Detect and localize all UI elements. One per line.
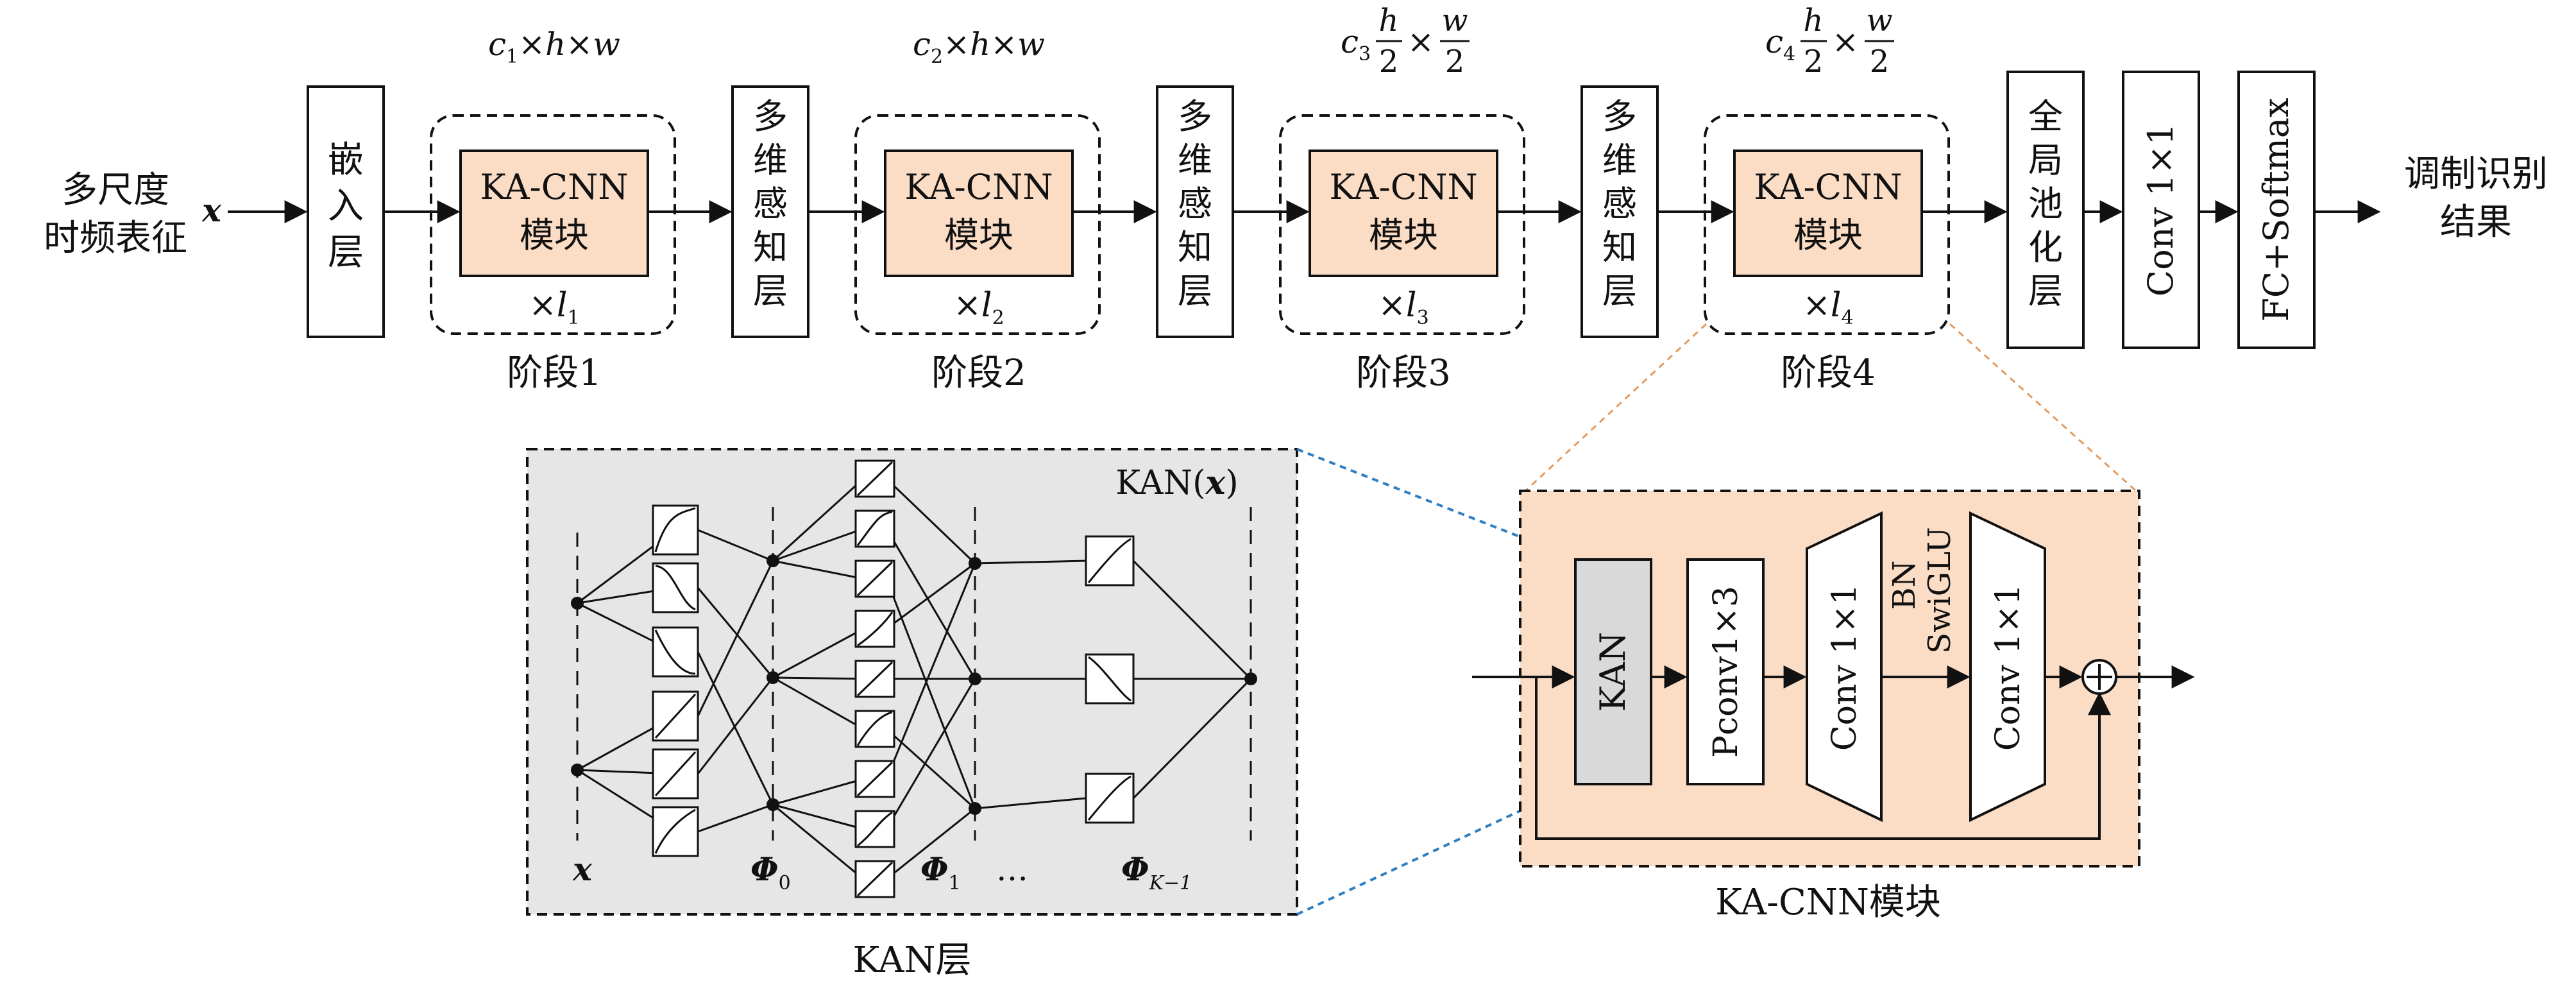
svg-text:×: ×	[1407, 23, 1434, 60]
svg-text:多: 多	[753, 96, 788, 137]
svg-text:阶段2: 阶段2	[931, 352, 1026, 394]
stage-2: KA-CNN 模块 ×l2 c2×h×w 阶段2	[854, 26, 1101, 394]
svg-text:知: 知	[1178, 227, 1212, 268]
svg-text:模块: 模块	[520, 215, 589, 255]
kan-panel-caption: KAN层	[852, 939, 971, 981]
svg-text:w: w	[1441, 3, 1468, 38]
svg-text:Conv 1×1: Conv 1×1	[1826, 584, 1864, 751]
svg-text:c2×h×w: c2×h×w	[913, 26, 1045, 68]
pconv-box	[1686, 558, 1765, 785]
fc-softmax-head: FC+Softmax	[2237, 71, 2316, 349]
embedding-layer: 嵌 入 层	[307, 85, 385, 338]
svg-text:c4: c4	[1765, 23, 1795, 65]
ka-cnn-module-panel: KAN Pconv1×3 Conv 1×1 BN SwiGLU Conv 1×1…	[1472, 490, 2195, 923]
svg-text:KAN: KAN	[1593, 632, 1633, 712]
svg-text:×: ×	[1832, 23, 1859, 60]
svg-text:×l2: ×l2	[953, 286, 1004, 329]
svg-text:知: 知	[753, 227, 788, 268]
svg-text:w: w	[1866, 3, 1892, 38]
svg-text:感: 感	[1602, 184, 1637, 224]
svg-text:h: h	[1804, 3, 1824, 38]
kan-label-ellipsis: …	[996, 851, 1028, 888]
perception-layer-1: 多 维 感 知 层	[731, 85, 809, 338]
bn-label: BN	[1886, 560, 1922, 610]
svg-text:层: 层	[1178, 271, 1212, 311]
svg-text:知: 知	[1602, 227, 1637, 268]
conv-1x1-head: Conv 1×1	[2122, 71, 2200, 349]
svg-text:维: 维	[753, 140, 788, 180]
svg-text:2: 2	[1804, 44, 1824, 80]
svg-text:h: h	[1379, 3, 1399, 38]
svg-text:KA-CNN: KA-CNN	[1329, 167, 1477, 207]
svg-text:模块: 模块	[1793, 215, 1863, 255]
svg-text:KA-CNN: KA-CNN	[904, 167, 1053, 207]
svg-text:FC+Softmax: FC+Softmax	[2256, 98, 2296, 321]
svg-text:多: 多	[1602, 96, 1637, 137]
output-label-line1: 调制识别	[2404, 153, 2548, 195]
kan-box	[1574, 558, 1652, 785]
svg-text:阶段4: 阶段4	[1781, 352, 1876, 394]
kan-panel-title: KAN(x)	[1115, 463, 1238, 502]
svg-text:模块: 模块	[1369, 215, 1438, 255]
svg-text:局: 局	[2028, 140, 2063, 180]
global-pooling-layer: 全 局 池 化 层	[2006, 71, 2085, 349]
svg-text:模块: 模块	[944, 215, 1013, 255]
svg-text:×l4: ×l4	[1802, 286, 1853, 329]
stage-1: KA-CNN 模块 ×l1 c1×h×w 阶段1	[430, 26, 676, 394]
svg-text:Pconv1×3: Pconv1×3	[1707, 586, 1745, 758]
svg-text:感: 感	[1178, 184, 1212, 224]
svg-text:2: 2	[1445, 44, 1465, 80]
stage-3: KA-CNN 模块 ×l3 c3 h 2 × w 2 阶段3	[1279, 3, 1525, 394]
svg-text:维: 维	[1178, 140, 1212, 180]
kan-label-phi0: Φ0	[750, 850, 791, 894]
svg-text:c3: c3	[1341, 23, 1371, 65]
svg-text:×l3: ×l3	[1378, 286, 1428, 329]
svg-text:层: 层	[2028, 271, 2063, 311]
svg-text:阶段1: 阶段1	[507, 352, 602, 394]
perception-layer-3: 多 维 感 知 层	[1580, 85, 1659, 338]
svg-text:池: 池	[2028, 184, 2063, 224]
conv-b-trapezoid	[1969, 511, 2046, 823]
svg-text:KA-CNN: KA-CNN	[480, 167, 628, 207]
svg-text:×l1: ×l1	[529, 286, 579, 329]
svg-text:层: 层	[1602, 271, 1637, 311]
svg-text:层: 层	[753, 271, 788, 311]
input-label-line1: 多尺度	[62, 169, 169, 211]
svg-text:2: 2	[1870, 44, 1890, 80]
svg-text:阶段3: 阶段3	[1356, 352, 1451, 394]
kan-label-x: x	[572, 850, 593, 888]
input-label-line2: 时频表征	[44, 218, 187, 259]
svg-text:KA-CNN: KA-CNN	[1754, 167, 1902, 207]
stage-4: KA-CNN 模块 ×l4 c4 h 2 × w 2 阶段4	[1704, 3, 1950, 394]
svg-text:Conv 1×1: Conv 1×1	[1989, 584, 2028, 751]
input-symbol: x	[201, 191, 222, 229]
output-label-line2: 结果	[2440, 201, 2512, 243]
svg-text:入: 入	[328, 185, 364, 227]
svg-text:维: 维	[1602, 140, 1637, 180]
svg-text:Conv 1×1: Conv 1×1	[2140, 123, 2181, 296]
svg-text:嵌: 嵌	[328, 139, 364, 181]
svg-text:2: 2	[1379, 44, 1399, 80]
ka-cnn-panel-caption: KA-CNN模块	[1715, 882, 1941, 923]
svg-text:多: 多	[1178, 96, 1212, 137]
svg-text:层: 层	[328, 232, 364, 273]
kan-layer-panel: KAN(x)	[526, 448, 1298, 981]
svg-text:全: 全	[2028, 96, 2063, 137]
svg-text:c1×h×w: c1×h×w	[488, 26, 620, 68]
svg-text:化: 化	[2028, 227, 2063, 268]
conv-a-trapezoid	[1806, 511, 1883, 823]
svg-text:感: 感	[753, 184, 788, 224]
swiglu-label: SwiGLU	[1922, 527, 1958, 653]
perception-layer-2: 多 维 感 知 层	[1156, 85, 1234, 338]
